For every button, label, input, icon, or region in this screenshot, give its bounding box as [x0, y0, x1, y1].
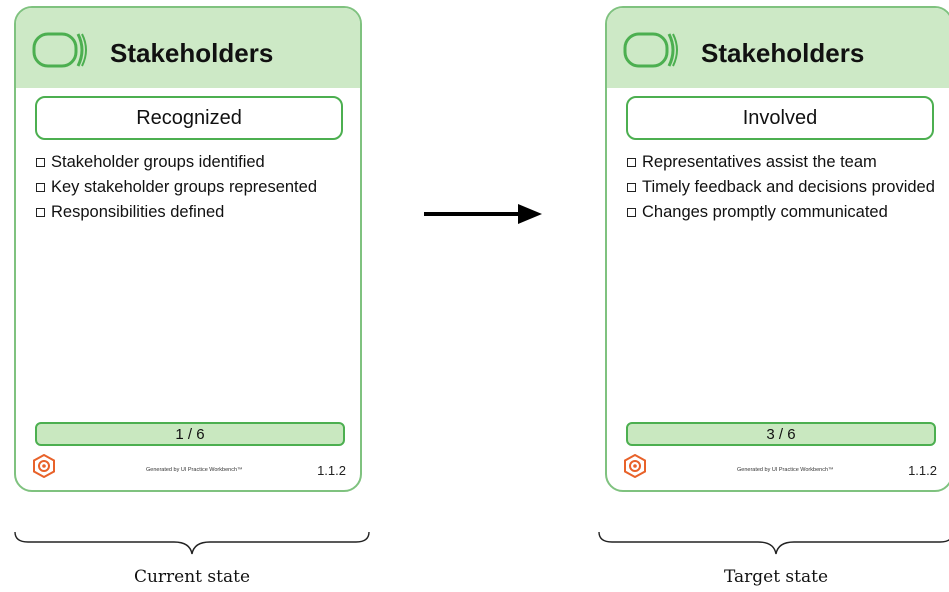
version-number: 1.1.2	[908, 463, 937, 478]
checklist-item: Changes promptly communicated	[626, 202, 936, 223]
card-title: Stakeholders	[110, 38, 274, 68]
right-arrow-icon	[424, 204, 542, 224]
checkbox-icon	[627, 208, 636, 217]
checkbox-icon	[36, 158, 45, 167]
checklist-item: Key stakeholder groups represented	[35, 177, 345, 198]
checklist: Stakeholder groups identified Key stakeh…	[35, 152, 345, 227]
current-state-card: Stakeholders Recognized Stakeholder grou…	[14, 6, 362, 492]
checkbox-icon	[36, 208, 45, 217]
checklist-item-text: Representatives assist the team	[642, 153, 877, 171]
stakeholders-alpha-icon	[623, 32, 678, 68]
card-header: Stakeholders	[607, 8, 949, 88]
card-title: Stakeholders	[701, 38, 865, 68]
progress-indicator: 3 / 6	[626, 422, 936, 446]
footer-credit: Generated by UI Practice Workbench™	[737, 467, 834, 473]
state-name: Recognized	[35, 96, 343, 140]
checkbox-icon	[627, 158, 636, 167]
checklist-item-text: Stakeholder groups identified	[51, 153, 265, 171]
card-header: Stakeholders	[16, 8, 360, 88]
checklist-item: Stakeholder groups identified	[35, 152, 345, 173]
checklist-item: Representatives assist the team	[626, 152, 936, 173]
checklist-item-text: Key stakeholder groups represented	[51, 178, 317, 196]
current-state-caption: Current state	[133, 567, 251, 587]
checklist-item-text: Responsibilities defined	[51, 203, 225, 221]
checklist-item: Timely feedback and decisions provided	[626, 177, 936, 198]
curly-brace-icon	[598, 531, 949, 555]
target-state-caption: Target state	[723, 567, 829, 587]
hexagon-gear-logo-icon	[624, 454, 646, 478]
checkbox-icon	[627, 183, 636, 192]
state-name: Involved	[626, 96, 934, 140]
footer-credit: Generated by UI Practice Workbench™	[146, 467, 243, 473]
stakeholders-alpha-icon	[32, 32, 87, 68]
version-number: 1.1.2	[317, 463, 346, 478]
checkbox-icon	[36, 183, 45, 192]
checklist-item-text: Changes promptly communicated	[642, 203, 888, 221]
checklist: Representatives assist the team Timely f…	[626, 152, 936, 227]
checklist-item: Responsibilities defined	[35, 202, 345, 223]
curly-brace-icon	[14, 531, 370, 555]
hexagon-gear-logo-icon	[33, 454, 55, 478]
target-state-card: Stakeholders Involved Representatives as…	[605, 6, 949, 492]
checklist-item-text: Timely feedback and decisions provided	[642, 178, 935, 196]
progress-indicator: 1 / 6	[35, 422, 345, 446]
